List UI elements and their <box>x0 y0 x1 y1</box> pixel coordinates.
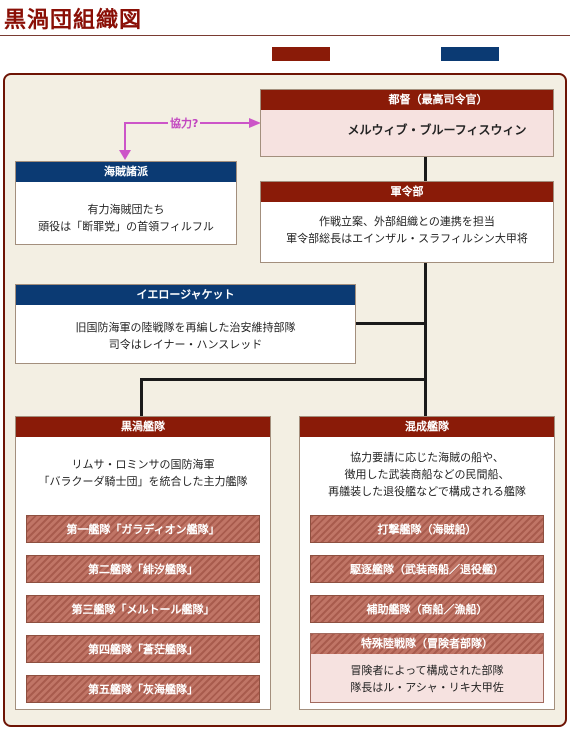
connector-fleets-horizontal <box>140 378 427 381</box>
yellow-jackets-box: イエロージャケット 旧国防海軍の陸戦隊を再編した治安維持部隊 司令はレイナー・ハ… <box>15 284 356 364</box>
fleet-bar: 補助艦隊（商船／漁船） <box>310 595 544 623</box>
arrow-down-icon <box>119 150 131 160</box>
mixed-fleet-line: 協力要請に応じた海賊の船や、 <box>350 451 504 464</box>
yellow-jackets-line: 司令はレイナー・ハンスレッド <box>108 338 263 351</box>
commander-name: メルウィブ・ブルーフィスウィン <box>347 123 527 137</box>
pirates-box: 海賊諸派 有力海賊団たち 頭役は「断罪党」の首領フィルフル <box>15 161 237 245</box>
black-fleet-line: 「バラクーダ騎士団」を統合した主力艦隊 <box>38 475 248 488</box>
fleet-bar: 打撃艦隊（海賊船） <box>310 515 544 543</box>
commander-box: 都督（最高司令官） メルウィブ・ブルーフィスウィン <box>260 89 554 157</box>
pirates-line: 有力海賊団たち <box>87 203 165 216</box>
special-unit-line: 隊長はル・アシャ・リキ大甲佐 <box>350 681 504 694</box>
legend-red-swatch <box>272 47 330 61</box>
mixed-fleet-line: 徴用した武装商船などの民間船、 <box>344 468 510 481</box>
mixed-fleet-line: 再艤装した退役艦などで構成される艦隊 <box>328 485 526 498</box>
fleet-bar: 第四艦隊「蒼茫艦隊」 <box>26 635 260 663</box>
mixed-fleet-title: 混成艦隊 <box>300 417 554 437</box>
yellow-jackets-title: イエロージャケット <box>16 285 355 305</box>
headquarters-line: 軍令部総長はエインザル・スラフィルシン大甲将 <box>286 232 528 245</box>
title-divider <box>0 35 570 36</box>
headquarters-title: 軍令部 <box>261 182 553 202</box>
pirates-line: 頭役は「断罪党」の首領フィルフル <box>38 220 214 233</box>
pirates-title: 海賊諸派 <box>16 162 236 182</box>
headquarters-box: 軍令部 作戦立案、外部組織との連携を担当 軍令部総長はエインザル・スラフィルシン… <box>260 181 554 263</box>
special-unit-title: 特殊陸戦隊（冒険者部隊） <box>311 634 543 654</box>
yellow-jackets-line: 旧国防海軍の陸戦隊を再編した治安維持部隊 <box>75 321 296 334</box>
fleet-bar: 駆逐艦隊（武装商船／退役艦） <box>310 555 544 583</box>
fleet-bar: 第五艦隊「灰海艦隊」 <box>26 675 260 703</box>
headquarters-line: 作戦立案、外部組織との連携を担当 <box>319 215 495 228</box>
page-title: 黒渦団組織図 <box>4 7 143 33</box>
special-unit-box: 特殊陸戦隊（冒険者部隊） 冒険者によって構成された部隊 隊長はル・アシャ・リキ大… <box>310 633 544 703</box>
connector-yellow-jackets <box>355 322 425 325</box>
connector-black-fleet <box>140 378 143 416</box>
commander-title: 都督（最高司令官） <box>261 90 553 110</box>
fleet-bar: 第三艦隊「メルトール艦隊」 <box>26 595 260 623</box>
fleet-bar: 第二艦隊「緋汐艦隊」 <box>26 555 260 583</box>
connector-commander-hq <box>424 157 427 181</box>
cooperation-arrow-line <box>124 122 126 156</box>
connector-mixed-fleet <box>424 378 427 416</box>
cooperation-label: 協力? <box>168 115 201 131</box>
black-fleet-line: リムサ・ロミンサの国防海軍 <box>71 458 215 471</box>
arrow-right-icon <box>249 118 261 128</box>
legend-blue-swatch <box>441 47 499 61</box>
connector-hq-trunk <box>424 263 427 380</box>
special-unit-line: 冒険者によって構成された部隊 <box>350 664 504 677</box>
fleet-bar: 第一艦隊「ガラディオン艦隊」 <box>26 515 260 543</box>
black-fleet-title: 黒渦艦隊 <box>16 417 270 437</box>
